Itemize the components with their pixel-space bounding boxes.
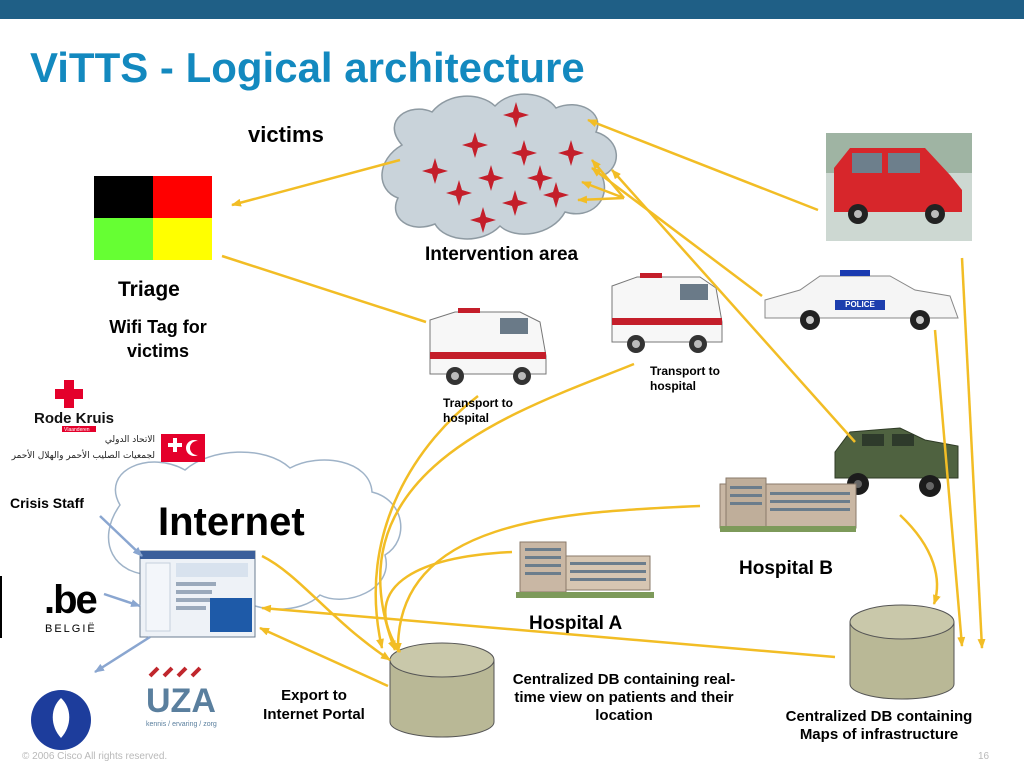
arrow-amb1-to-db [374, 395, 479, 649]
arrow-amb2-to-db [379, 362, 635, 651]
arrow-police [94, 635, 151, 674]
uza-logo: UZA kennis / ervaring / zorg [146, 666, 217, 728]
arrow-web-to-db [261, 554, 391, 662]
hospital-a-building [516, 541, 654, 598]
db-realtime-cylinder [389, 642, 495, 738]
yellow-arrows [221, 118, 986, 688]
arrow-car-to-mapsdb [933, 329, 966, 647]
victim-stars [422, 102, 584, 233]
be-logo-text: .be [44, 578, 97, 622]
rode-kruis-text: Rode Kruis [34, 410, 114, 427]
triage-red [153, 176, 212, 218]
arrow-van-to-mapsdb [960, 257, 986, 649]
ifrc-arabic-line1: الاتحاد الدولي [105, 435, 155, 445]
uza-text: UZA [146, 682, 216, 720]
arrow-hospb-to-db [393, 504, 701, 653]
victim-star [462, 132, 488, 158]
triage-label: Triage [118, 278, 180, 301]
victim-star [558, 140, 584, 166]
rode-kruis-sub: Vlaanderen [64, 427, 90, 433]
police-car-text: POLICE [845, 300, 875, 309]
belgie-text: BELGIË [45, 623, 97, 635]
victim-star [502, 190, 528, 216]
arrow-db-to-portal [259, 626, 389, 688]
copyright-text: © 2006 Cisco All rights reserved. [22, 751, 168, 762]
intervention-area-label: Intervention area [425, 244, 579, 265]
victim-star [478, 165, 504, 191]
victim-star [470, 207, 496, 233]
arrow-car-to-cloud [591, 167, 763, 297]
police-car [764, 270, 959, 330]
triage-black [94, 176, 153, 218]
rode-kruis-logo: Rode Kruis Vlaanderen [34, 380, 114, 433]
export-label: Export to Internet Portal [263, 687, 365, 723]
blue-arrows [94, 515, 151, 674]
hospital-b-label: Hospital B [739, 558, 833, 579]
triage-tag [94, 176, 212, 260]
be-logo: .be BELGIË [0, 576, 99, 638]
arrow-mapsdb-to-portal [261, 604, 836, 659]
arrow-jeep-to-cloud [611, 169, 856, 443]
victim-star [446, 180, 472, 206]
military-jeep [834, 427, 959, 497]
arrow-van-to-cloud [587, 118, 819, 212]
db-maps-label: Centralized DB containing Maps of infras… [785, 708, 973, 743]
crisis-staff-label: Crisis Staff [10, 495, 84, 511]
intervention-cloud [381, 93, 618, 240]
arrow-crisis-staff [99, 515, 143, 557]
police-badge-logo [31, 690, 91, 750]
victim-star [511, 140, 537, 166]
ifrc-arabic-line2: لجمعيات الصليب الأحمر والهلال الأحمر [11, 449, 155, 461]
arrow-cloud-fan-2 [581, 180, 625, 200]
ambulance-2 [611, 273, 723, 353]
wifi-tag-label: Wifi Tag for victims [109, 317, 207, 361]
internet-portal-screenshot [139, 550, 256, 638]
triage-yellow [153, 218, 212, 260]
uza-sub: kennis / ervaring / zorg [146, 721, 217, 728]
hospital-a-label: Hospital A [529, 613, 623, 634]
internet-label: Internet [158, 500, 305, 544]
db-realtime-label: Centralized DB containing real-time view… [512, 671, 736, 724]
db-maps-cylinder [849, 604, 955, 700]
transport-label-1: Transport to hospital [443, 396, 514, 425]
transport-label-2: Transport to hospital [650, 364, 721, 393]
victim-star [527, 165, 553, 191]
ambulance-1 [429, 308, 547, 385]
hospital-b-building [719, 477, 857, 532]
fire-van-photo [826, 133, 972, 241]
victim-star [503, 102, 529, 128]
victim-star [422, 158, 448, 184]
arrow-hospa-to-db [384, 550, 513, 653]
arrow-be [103, 592, 141, 608]
line-triage-to-ambulance [221, 254, 427, 324]
victims-label: victims [248, 122, 324, 147]
triage-green [94, 218, 153, 260]
arrow-cloud-fan-1 [591, 159, 625, 199]
top-banner [0, 0, 1024, 19]
arrow-cloud-fan-3 [577, 195, 625, 204]
arrow-jeep-to-mapsdb [899, 514, 941, 605]
arrow-cloud-to-triage [231, 158, 401, 207]
page-number: 16 [978, 751, 990, 762]
ifrc-logo: الاتحاد الدولي لجمعيات الصليب الأحمر وال… [11, 434, 205, 462]
slide-title: ViTTS - Logical architecture [30, 44, 585, 91]
victim-star [543, 182, 569, 208]
